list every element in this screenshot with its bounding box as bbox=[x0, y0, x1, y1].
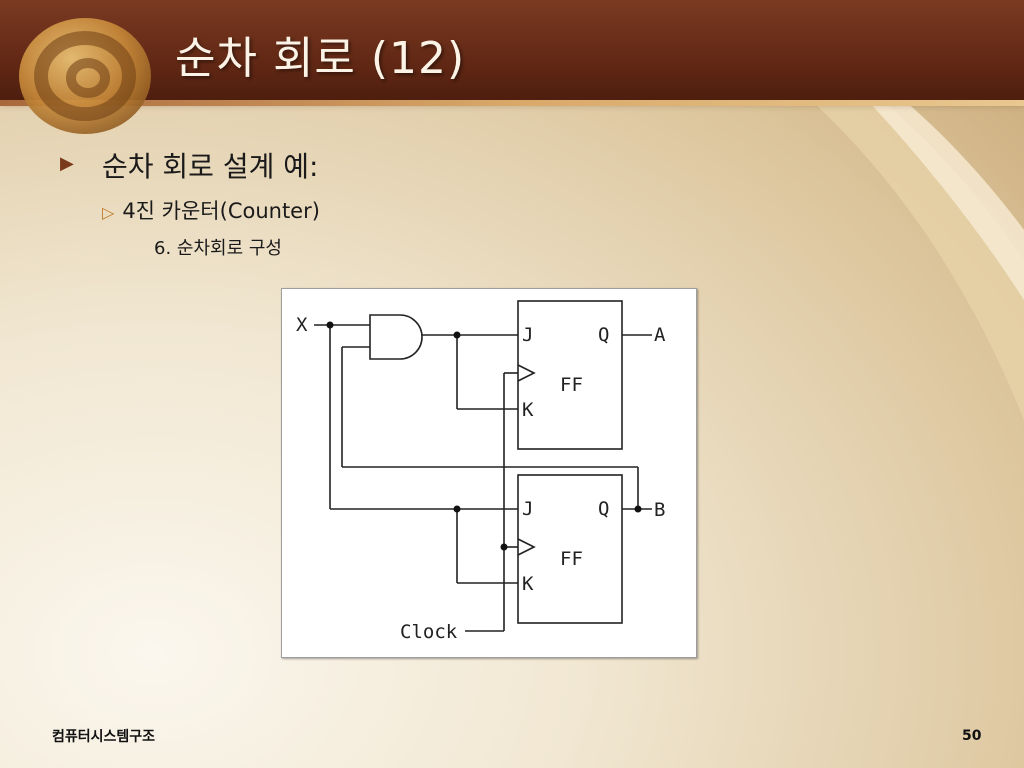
bullet-level-2-text: 4진 카운터(Counter) bbox=[122, 199, 320, 223]
junction-b bbox=[634, 505, 642, 513]
circuit-svg: X A B Clock J K Q FF J K Q FF bbox=[296, 300, 666, 643]
label-ff2-j: J bbox=[522, 498, 533, 520]
slide-title: 순차 회로 (12) bbox=[175, 33, 466, 84]
title-bar bbox=[0, 0, 1024, 100]
triangle-bullet-icon: ▶ bbox=[60, 153, 74, 174]
hollow-triangle-bullet-icon: ▷ bbox=[102, 203, 115, 222]
footer-course-name: 컴퓨터시스템구조 bbox=[52, 729, 156, 745]
label-ff1-k: K bbox=[522, 399, 534, 421]
flip-flop-2 bbox=[517, 474, 623, 624]
label-input-x: X bbox=[296, 314, 308, 336]
flip-flop-1 bbox=[517, 300, 623, 450]
bullet-level-1-text: 순차 회로 설계 예: bbox=[102, 150, 319, 183]
ff1-clock-triangle bbox=[517, 364, 536, 382]
label-output-b: B bbox=[654, 499, 665, 521]
label-ff1-j: J bbox=[522, 324, 533, 346]
bullet-level-2: ▷ 4진 카운터(Counter) bbox=[102, 195, 320, 225]
and-gate bbox=[369, 314, 423, 360]
label-ff2-k: K bbox=[522, 573, 534, 595]
junction-j2 bbox=[453, 505, 461, 513]
label-clock: Clock bbox=[400, 621, 458, 643]
counter-circuit-diagram: X A B Clock J K Q FF J K Q FF bbox=[281, 288, 697, 658]
ff2-clock-triangle bbox=[517, 538, 536, 556]
footer-page-number: 50 bbox=[962, 728, 982, 744]
junction-clock bbox=[500, 543, 508, 551]
label-ff1-q: Q bbox=[598, 324, 609, 346]
junction-x bbox=[326, 321, 334, 329]
label-ff1-name: FF bbox=[560, 374, 583, 396]
at-sign-logo-icon bbox=[19, 18, 151, 134]
label-output-a: A bbox=[654, 324, 666, 346]
junction-and-out bbox=[453, 331, 461, 339]
title-bar-stripe bbox=[0, 100, 1024, 106]
label-ff2-name: FF bbox=[560, 548, 583, 570]
bullet-level-3: 6. 순차회로 구성 bbox=[154, 238, 282, 259]
label-ff2-q: Q bbox=[598, 498, 609, 520]
